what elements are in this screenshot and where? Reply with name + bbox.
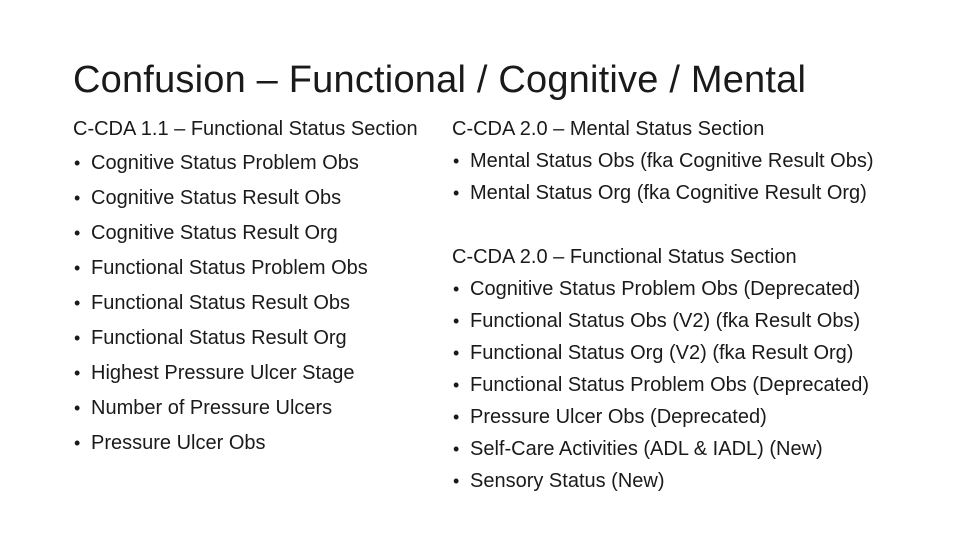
- left-list: •Cognitive Status Problem Obs •Cognitive…: [73, 146, 433, 461]
- bullet-icon: •: [453, 471, 460, 491]
- slide-title: Confusion – Functional / Cognitive / Men…: [73, 59, 807, 101]
- list-item: •Pressure Ulcer Obs (Deprecated): [452, 401, 952, 433]
- bullet-icon: •: [453, 375, 460, 395]
- bullet-icon: •: [453, 183, 460, 203]
- list-item: •Mental Status Obs (fka Cognitive Result…: [452, 145, 952, 177]
- bullet-icon: •: [453, 439, 460, 459]
- functional-list: •Cognitive Status Problem Obs (Deprecate…: [452, 273, 952, 497]
- list-item: •Cognitive Status Problem Obs (Deprecate…: [452, 273, 952, 305]
- list-item: •Functional Status Result Obs: [73, 286, 433, 321]
- bullet-icon: •: [453, 407, 460, 427]
- bullet-icon: •: [453, 311, 460, 331]
- mental-list: •Mental Status Obs (fka Cognitive Result…: [452, 145, 952, 209]
- bullet-icon: •: [74, 293, 81, 313]
- list-item: •Self-Care Activities (ADL & IADL) (New): [452, 433, 952, 465]
- bullet-icon: •: [453, 343, 460, 363]
- list-item: •Cognitive Status Problem Obs: [73, 146, 433, 181]
- bullet-icon: •: [74, 398, 81, 418]
- list-item: •Functional Status Problem Obs (Deprecat…: [452, 369, 952, 401]
- list-item: •Functional Status Org (V2) (fka Result …: [452, 337, 952, 369]
- bullet-icon: •: [74, 363, 81, 383]
- right-column: C-CDA 2.0 – Mental Status Section •Menta…: [452, 113, 952, 497]
- mental-heading: C-CDA 2.0 – Mental Status Section: [452, 118, 765, 140]
- bullet-icon: •: [74, 433, 81, 453]
- bullet-icon: •: [453, 279, 460, 299]
- list-item: •Functional Status Obs (V2) (fka Result …: [452, 305, 952, 337]
- left-column: C-CDA 1.1 – Functional Status Section •C…: [73, 117, 433, 461]
- list-item: •Functional Status Problem Obs: [73, 251, 433, 286]
- list-item: •Highest Pressure Ulcer Stage: [73, 356, 433, 391]
- bullet-icon: •: [74, 223, 81, 243]
- list-item: •Cognitive Status Result Obs: [73, 181, 433, 216]
- functional-heading: C-CDA 2.0 – Functional Status Section: [452, 246, 797, 268]
- bullet-icon: •: [74, 328, 81, 348]
- list-item: •Cognitive Status Result Org: [73, 216, 433, 251]
- list-item: •Sensory Status (New): [452, 465, 952, 497]
- bullet-icon: •: [74, 188, 81, 208]
- list-item: •Functional Status Result Org: [73, 321, 433, 356]
- bullet-icon: •: [453, 151, 460, 171]
- list-item: •Pressure Ulcer Obs: [73, 426, 433, 461]
- left-heading: C-CDA 1.1 – Functional Status Section: [73, 118, 418, 140]
- bullet-icon: •: [74, 153, 81, 173]
- mental-status-block: C-CDA 2.0 – Mental Status Section •Menta…: [452, 113, 952, 209]
- list-item: •Mental Status Org (fka Cognitive Result…: [452, 177, 952, 209]
- functional-status-block: C-CDA 2.0 – Functional Status Section •C…: [452, 241, 952, 497]
- bullet-icon: •: [74, 258, 81, 278]
- list-item: •Number of Pressure Ulcers: [73, 391, 433, 426]
